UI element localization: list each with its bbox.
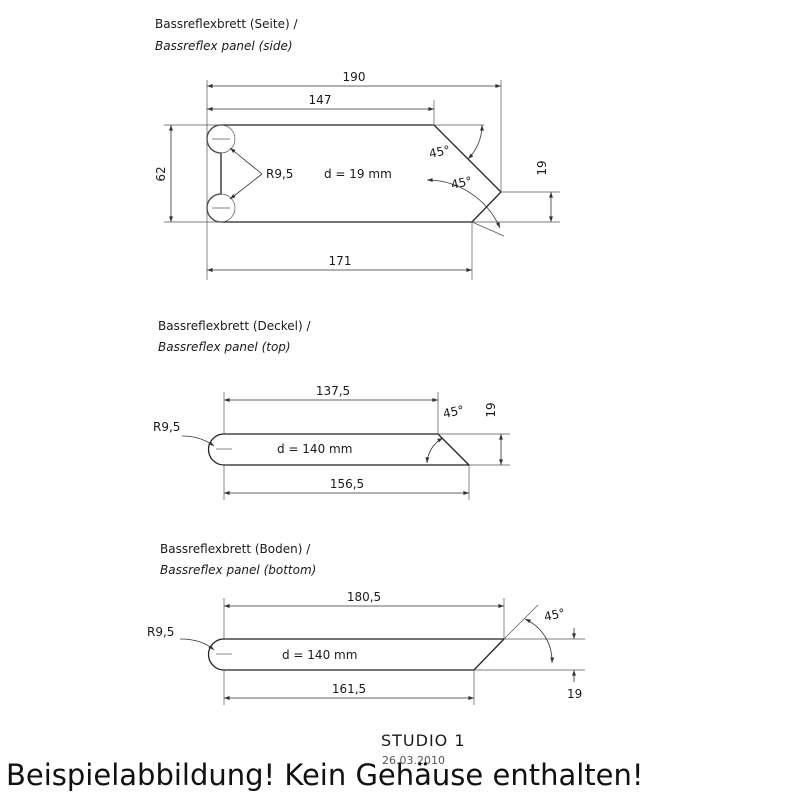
drawing-date: 26.03.2010 bbox=[382, 754, 445, 767]
top-thickness-label: d = 140 mm bbox=[277, 442, 352, 456]
bottom-angle-arc bbox=[524, 618, 555, 664]
top-angle: 45° bbox=[442, 403, 466, 421]
bottom-thickness-label: d = 140 mm bbox=[282, 648, 357, 662]
top-dim-156: 156,5 bbox=[330, 477, 364, 491]
disclaimer-caption: Beispielabbildung! Kein Gehäuse enthalte… bbox=[6, 758, 644, 792]
side-angle-ref-bottom bbox=[471, 221, 505, 237]
side-radius-leader-bottom bbox=[229, 173, 263, 200]
side-title: Bassreflexbrett (Seite) / bbox=[155, 17, 298, 31]
bottom-radius-leader bbox=[179, 638, 215, 651]
top-panel-outline bbox=[207, 433, 471, 466]
bottom-angle: 45° bbox=[543, 606, 567, 624]
side-angle-top: 45° bbox=[428, 143, 452, 161]
side-radius-label: R9,5 bbox=[266, 167, 293, 181]
bottom-dim-161: 161,5 bbox=[332, 682, 366, 696]
top-angle-arc bbox=[425, 437, 444, 464]
side-dim-19: 19 bbox=[535, 160, 549, 175]
side-thickness-label: d = 19 mm bbox=[324, 167, 392, 181]
top-dim-19: 19 bbox=[484, 402, 498, 417]
studio-title: STUDIO 1 bbox=[381, 731, 466, 750]
side-angle-arc-top bbox=[467, 124, 484, 160]
side-angle-arc-bottom bbox=[426, 178, 501, 229]
bottom-dim-19: 19 bbox=[567, 687, 582, 701]
side-panel-group: Bassreflexbrett (Seite) / Bassreflex pan… bbox=[154, 17, 560, 280]
bottom-subtitle: Bassreflex panel (bottom) bbox=[160, 563, 316, 577]
top-subtitle: Bassreflex panel (top) bbox=[158, 340, 291, 354]
title-block: STUDIO 1 26.03.2010 bbox=[381, 731, 466, 767]
top-title: Bassreflexbrett (Deckel) / bbox=[158, 319, 312, 333]
bottom-panel-group: Bassreflexbrett (Boden) / Bassreflex pan… bbox=[147, 542, 585, 705]
bottom-radius-label: R9,5 bbox=[147, 625, 174, 639]
side-dim-190: 190 bbox=[343, 70, 366, 84]
bottom-extension-diagonal bbox=[503, 604, 539, 640]
top-panel-group: Bassreflexbrett (Deckel) / Bassreflex pa… bbox=[153, 319, 510, 500]
bottom-dim-180: 180,5 bbox=[347, 590, 381, 604]
top-dim-137: 137,5 bbox=[316, 384, 350, 398]
top-radius-label: R9,5 bbox=[153, 420, 180, 434]
side-angle-bottom: 45° bbox=[450, 174, 474, 192]
bottom-title: Bassreflexbrett (Boden) / bbox=[160, 542, 311, 556]
side-radius-leader-top bbox=[229, 147, 263, 175]
side-dim-147: 147 bbox=[309, 93, 332, 107]
side-dim-62: 62 bbox=[154, 166, 168, 181]
side-dim-171: 171 bbox=[329, 254, 352, 268]
side-subtitle: Bassreflex panel (side) bbox=[155, 39, 293, 53]
top-radius-leader bbox=[181, 435, 215, 447]
